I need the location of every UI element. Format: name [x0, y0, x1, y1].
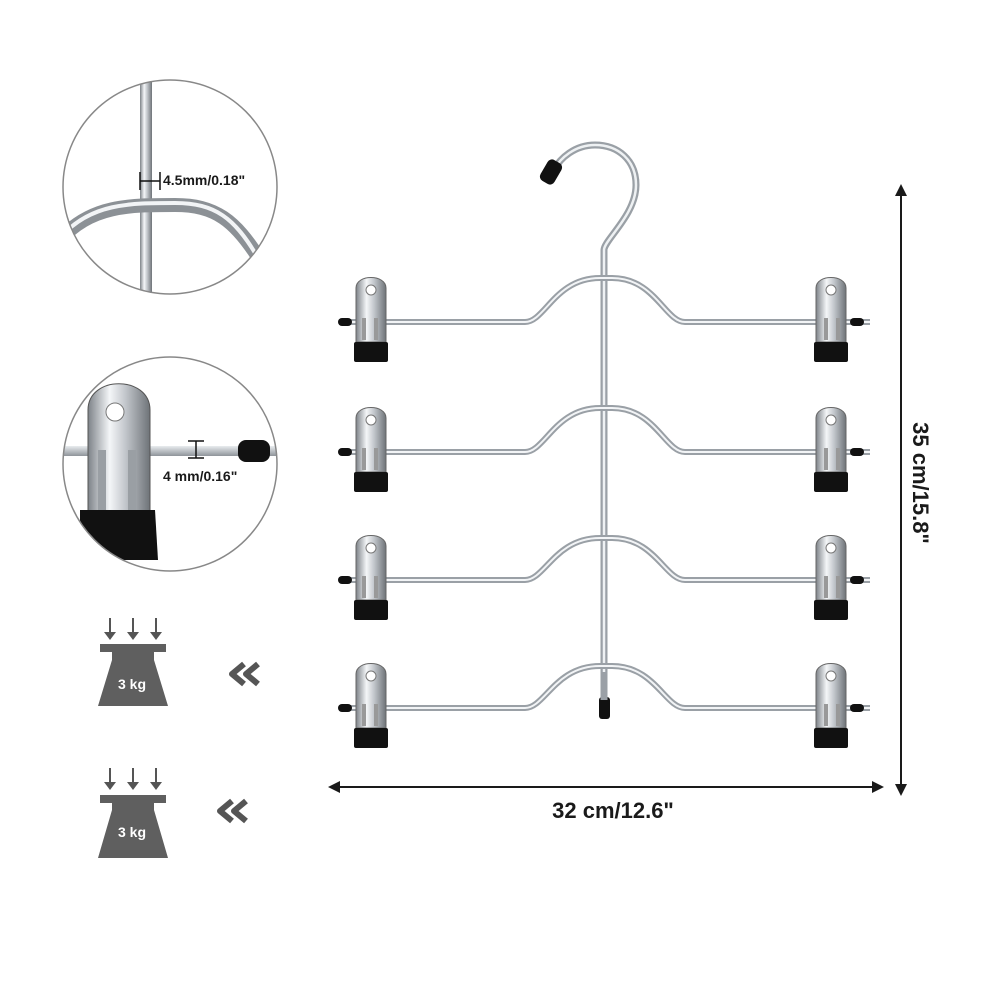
wire-thickness-label: 4.5mm/0.18" [163, 172, 246, 188]
hanger-tier-2 [337, 405, 870, 493]
weight-icon [98, 768, 168, 858]
hanger-tier-4 [337, 663, 870, 749]
chevron-left-icon [217, 798, 248, 824]
weight-icon [98, 618, 168, 706]
clip-detail-circle [62, 356, 278, 572]
weight-label: 3 kg [117, 824, 146, 840]
weight-label: 3 kg [117, 676, 146, 692]
height-dimension-arrow [895, 184, 907, 796]
hanger-tier-3 [337, 535, 870, 621]
width-dimension-label: 32 cm/12.6" [552, 798, 674, 823]
chevron-left-icon [229, 661, 260, 687]
width-dimension-arrow [328, 781, 884, 793]
clip-thickness-label: 4 mm/0.16" [163, 468, 238, 484]
wire-detail-circle [62, 79, 278, 295]
hanger-hook [539, 141, 640, 719]
height-dimension-label: 35 cm/15.8" [908, 422, 933, 544]
hanger-tier-1 [337, 275, 870, 363]
